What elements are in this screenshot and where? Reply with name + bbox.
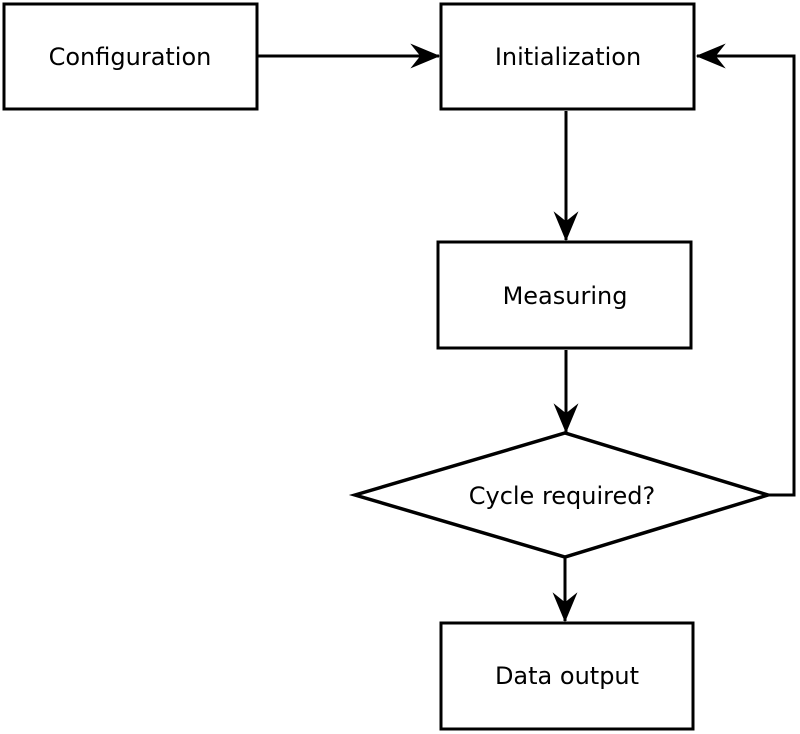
- edge-cycle-required-to-initialization-loop: [695, 43, 796, 497]
- node-data-output: [439, 621, 695, 731]
- node-initialization-label: Initialization: [495, 43, 641, 71]
- node-cycle-required-label: Cycle required?: [469, 482, 656, 510]
- edge-layer: [258, 43, 796, 623]
- label-layer: Configuration Initialization Measuring C…: [49, 43, 656, 690]
- node-configuration: [2, 2, 259, 111]
- node-configuration-label: Configuration: [49, 43, 212, 71]
- node-layer: [2, 2, 774, 731]
- node-measuring: [436, 240, 693, 350]
- node-cycle-required: [348, 431, 774, 559]
- node-initialization: [439, 2, 696, 111]
- node-data-output-label: Data output: [495, 662, 639, 690]
- node-measuring-label: Measuring: [503, 282, 628, 310]
